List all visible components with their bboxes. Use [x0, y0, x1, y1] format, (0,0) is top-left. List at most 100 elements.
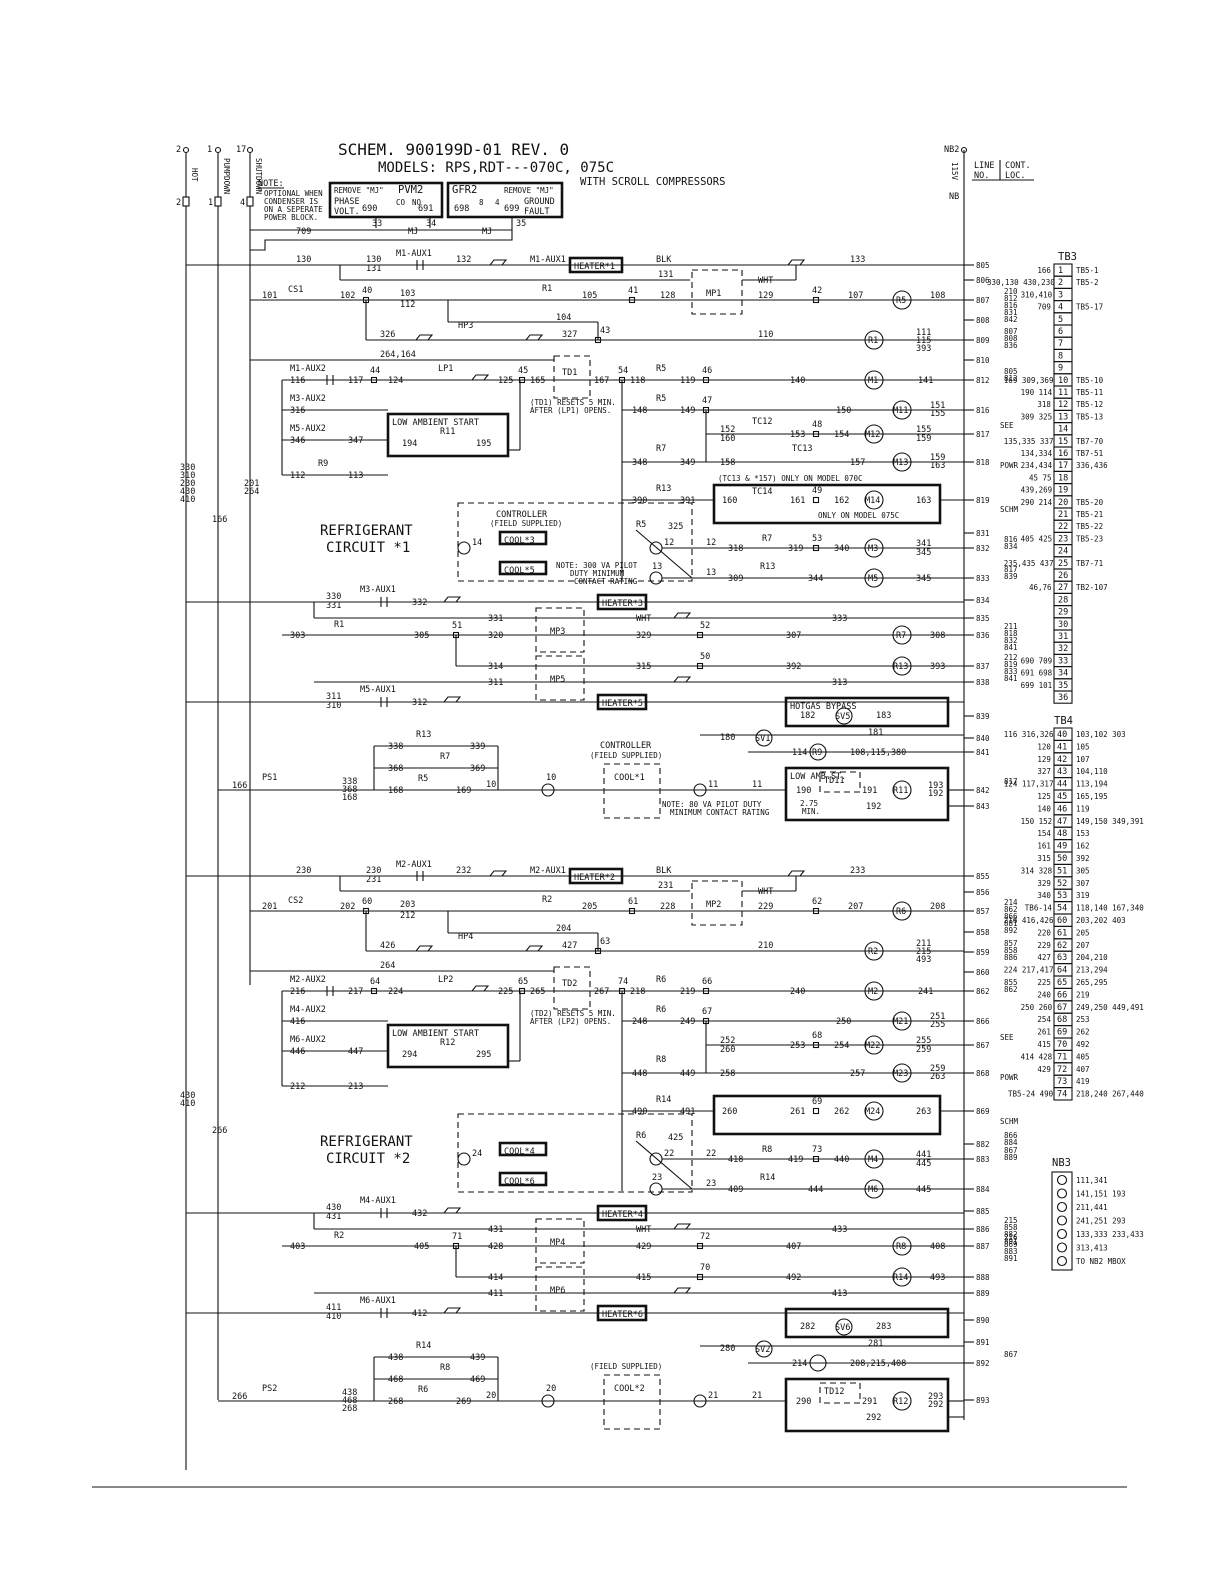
tb4-right-ref: 249,250 449,491	[1076, 1003, 1144, 1012]
nb3-terminal	[1056, 1188, 1068, 1199]
hot-label: HOT	[190, 168, 199, 182]
motor-protector-box	[535, 607, 585, 653]
time-delay-box	[553, 966, 591, 1010]
contactor-coil: M2	[864, 981, 884, 1001]
pilot-note: MINIMUM CONTACT RATING	[670, 808, 770, 817]
cont-loc-ref: 805	[1004, 367, 1018, 376]
tb4-left-ref: 129	[1037, 755, 1051, 764]
box-outline	[712, 483, 942, 525]
flag-shape	[414, 334, 434, 341]
tb4-left-ref: 327	[1037, 767, 1051, 776]
wire-label: 425	[668, 1133, 683, 1143]
wire-label: 229	[758, 902, 773, 912]
aux-contact-label: M4-AUX1	[360, 1196, 396, 1206]
wire-label: 132	[456, 255, 471, 265]
tc-label: TC13	[792, 444, 812, 454]
wire-label: 49	[812, 486, 822, 496]
cool-contact: COOL*5	[498, 560, 548, 576]
coil-label: R13	[893, 662, 908, 672]
wire-label: R1	[542, 284, 552, 294]
relay-coil: R7	[892, 625, 912, 645]
time-delay-box	[553, 355, 591, 399]
tb3-right-ref: TB7-70	[1076, 437, 1104, 446]
tb4-number: 49	[1057, 842, 1067, 852]
coil-label: M2	[868, 987, 878, 997]
hp-switch-label: HP4	[458, 932, 473, 942]
nb3-ref: 111,341	[1076, 1176, 1108, 1185]
delay-note: MIN.	[802, 807, 820, 816]
wire-label: 414	[488, 1273, 503, 1283]
cont-loc-ref: 817	[1004, 777, 1018, 786]
svg-text:8: 8	[479, 198, 484, 207]
wire-label: 107	[848, 291, 863, 301]
wire-label: 155	[930, 409, 945, 419]
box-outline	[596, 693, 648, 711]
wire-label: 281	[868, 1339, 883, 1349]
wire-label: 230	[366, 866, 381, 876]
wire-label: 160	[720, 434, 735, 444]
wire-label: 345	[916, 548, 931, 558]
coil-circle	[649, 1182, 663, 1196]
cont-loc-ref: 889	[1004, 1153, 1018, 1162]
contact-symbol	[326, 375, 334, 385]
cont-loc-ref: 891	[1004, 1254, 1018, 1263]
svg-text:201: 201	[244, 479, 259, 489]
hp-switch-label: HP3	[458, 321, 473, 331]
wire-label: 347	[348, 436, 363, 446]
svg-text:410: 410	[180, 1099, 195, 1109]
wire-label: 160	[722, 496, 737, 506]
wire-label: 439	[470, 1353, 485, 1363]
tb4-number: 40	[1057, 730, 1067, 740]
wire-label: 449	[680, 1069, 695, 1079]
wire-label: 225	[498, 987, 513, 997]
tb4-number: 67	[1057, 1003, 1067, 1013]
tb4-left-ref: 150 152	[1021, 817, 1053, 826]
contact-symbol	[326, 986, 334, 996]
line-number: 809	[976, 336, 990, 345]
wire-label: R5	[636, 520, 646, 530]
cont-loc-ref: 855	[1004, 978, 1018, 987]
heater-box: HEATER*1	[568, 256, 624, 274]
line-number: 836	[976, 631, 990, 640]
td-label: TD2	[562, 979, 577, 989]
terminal-node	[812, 1155, 820, 1163]
wire-label: R6	[418, 1385, 428, 1395]
wire-label: 433	[832, 1225, 847, 1235]
coil-circle	[892, 400, 912, 420]
terminal-circle	[693, 783, 707, 797]
wire-label: 340	[834, 544, 849, 554]
terminal-circle	[649, 571, 663, 585]
contact-symbol	[380, 1208, 388, 1218]
wire-label: 413	[832, 1289, 847, 1299]
coil-label: SV2	[755, 1345, 770, 1355]
box-label: TD12	[824, 1387, 844, 1397]
delay-note: 2.75	[800, 799, 818, 808]
tb4-left-ref: 429	[1037, 1065, 1051, 1074]
coil-label: M6	[868, 1185, 878, 1195]
wire-label: 339	[470, 742, 485, 752]
svg-text:PHASE: PHASE	[334, 197, 360, 207]
contactor-coil: M11	[892, 400, 912, 420]
wire-label: 345	[916, 574, 931, 584]
wire-label: 310	[326, 701, 341, 711]
tb3-right-ref: 336,436	[1076, 461, 1108, 470]
wire-label: 69	[812, 1097, 822, 1107]
tb4-left-ref: 415	[1037, 1040, 1051, 1049]
flag-shape	[442, 1307, 462, 1314]
coil-circle	[864, 330, 884, 350]
wire-label: 154	[834, 430, 849, 440]
tb4-left-ref: 427	[1037, 953, 1051, 962]
svg-text:FAULT: FAULT	[524, 207, 550, 217]
wire-label: R8	[762, 1145, 772, 1155]
wire-label: 40	[362, 286, 372, 296]
line-number: 884	[976, 1185, 990, 1194]
time-delay-box: TD11	[819, 771, 861, 793]
models-subtitle: WITH SCROLL COMPRESSORS	[580, 176, 725, 188]
wire-label: 369	[470, 764, 485, 774]
coil-label: R14	[893, 1273, 908, 1283]
tb4-number: 68	[1057, 1015, 1067, 1025]
tb4-right-ref: 203,202 403	[1076, 916, 1126, 925]
box-outline	[535, 1218, 585, 1264]
wire-label: 493	[916, 955, 931, 965]
svg-text:698: 698	[454, 204, 469, 214]
